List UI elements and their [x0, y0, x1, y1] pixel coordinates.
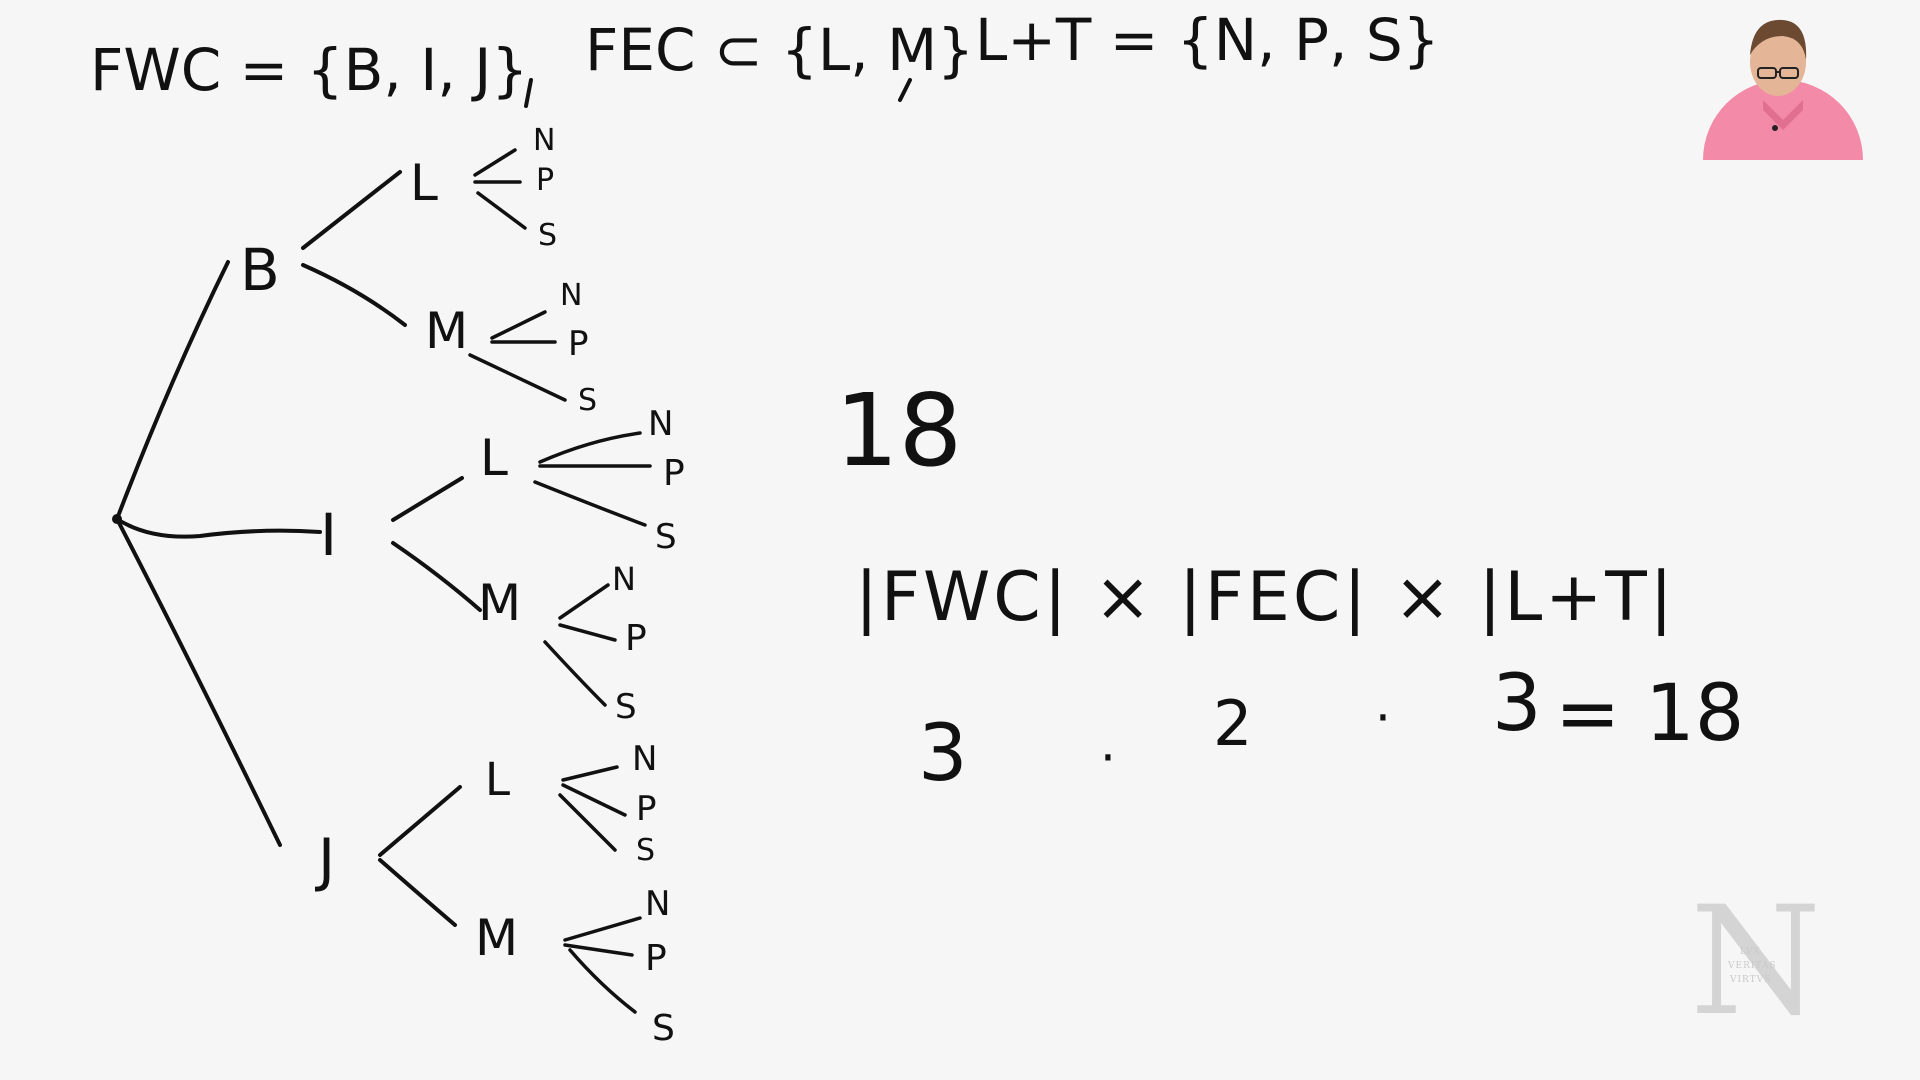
- ltt-set-equation: L+T = {N, P, S}: [975, 6, 1440, 74]
- tree-node-j: J: [315, 826, 335, 894]
- leaf-i-m-s: S: [615, 687, 637, 727]
- multiply-dot-1: ·: [1100, 729, 1116, 787]
- leaf-b-m-s: S: [578, 383, 597, 418]
- leaf-i-m-p: P: [625, 618, 647, 659]
- leaf-j-l-n: N: [632, 739, 657, 779]
- watermark-motto-2: VERITAS: [1727, 961, 1777, 971]
- tree-node-i: I: [320, 501, 337, 569]
- leaf-b-m-n: N: [560, 278, 582, 313]
- leaf-j-l-s: S: [636, 833, 655, 868]
- count-fwc: 3: [918, 709, 968, 799]
- university-watermark-logo: N LVX VERITAS VIRTVS: [1690, 888, 1821, 1018]
- tree-node-b: B: [240, 236, 280, 304]
- leaf-i-l-p: P: [663, 453, 685, 494]
- leaf-j-l-p: P: [636, 789, 657, 829]
- leaf-j-m-s: S: [652, 1008, 675, 1049]
- leaf-b-m-p: P: [568, 324, 589, 364]
- branch-root-j: [115, 517, 282, 847]
- product-formula: |FWC| × |FEC| × |L+T|: [855, 558, 1676, 637]
- watermark-letter: N: [1690, 888, 1821, 1018]
- comma-mark: [898, 78, 912, 102]
- leaf-j-m-n: N: [645, 884, 670, 924]
- branch-root-i: [115, 517, 322, 539]
- leaf-i-l-n: N: [648, 404, 673, 444]
- leaf-b-l-p: P: [536, 163, 554, 198]
- presenter-video: [1703, 0, 1863, 160]
- total-count: 18: [835, 372, 962, 489]
- leaf-j-m-p: P: [645, 938, 667, 979]
- leaf-b-l-s: S: [538, 218, 557, 253]
- leaf-b-l-n: N: [533, 123, 555, 158]
- tree-node-b-l: L: [410, 154, 438, 212]
- fwc-set-equation: FWC = {B, I, J}: [90, 36, 528, 104]
- watermark-motto-1: LVX: [1740, 947, 1761, 957]
- tree-diagram: B I J L M L M L M N: [112, 123, 685, 1049]
- multiply-dot-2: ·: [1375, 689, 1391, 747]
- count-ltt: 3: [1492, 659, 1542, 749]
- watermark-motto-3: VIRTVS: [1729, 975, 1771, 985]
- fec-set-equation: FEC ⊂ {L, M}: [585, 16, 974, 84]
- tree-node-j-l: L: [485, 753, 510, 806]
- tree-node-i-m: M: [478, 574, 521, 632]
- tree-node-i-l: L: [480, 429, 508, 487]
- branch-root-b: [115, 260, 230, 521]
- result-value: = 18: [1555, 669, 1744, 759]
- leaf-i-l-s: S: [655, 517, 677, 557]
- tree-node-j-m: M: [475, 909, 518, 967]
- tree-node-b-m: M: [425, 302, 468, 360]
- count-fec: 2: [1213, 687, 1252, 760]
- comma-mark: [524, 78, 533, 108]
- leaf-i-m-n: N: [612, 560, 636, 598]
